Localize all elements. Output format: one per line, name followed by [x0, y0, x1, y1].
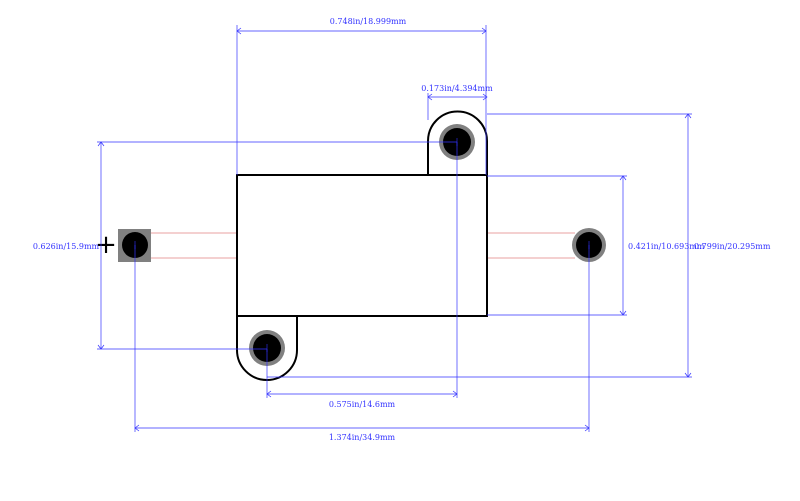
dim-pad-arrows: [266, 390, 458, 398]
dim-tab-arrows: [427, 93, 488, 101]
top-tab-outline: [427, 110, 488, 175]
pin1-marker: +: [95, 230, 117, 260]
dim-top-width-label: 0.748in/18.999mm: [330, 17, 407, 26]
lead-lines: [150, 232, 575, 259]
dim-left-arrows: [97, 141, 105, 350]
dim-body-arrows: [619, 175, 627, 316]
dimension-lines: [97, 25, 692, 432]
dim-pad-spacing-label: 0.575in/14.6mm: [329, 400, 396, 409]
body-rectangle: [236, 174, 488, 317]
dim-left-height-label: 0.626in/15.9mm: [33, 242, 100, 251]
dimension-labels: 0.748in/18.999mm 0.173in/4.394mm 0.626in…: [33, 17, 771, 442]
dim-total-height-label: 0.799in/20.295mm: [694, 242, 771, 251]
dim-tab-width-label: 0.173in/4.394mm: [421, 84, 493, 93]
dim-top-width-arrows: [236, 27, 487, 35]
dim-lead-spacing-label: 1.374in/34.9mm: [329, 433, 396, 442]
pads: [118, 124, 606, 366]
dim-total-arrows: [684, 113, 692, 378]
dim-body-height-label: 0.421in/10.693mm: [628, 242, 705, 251]
dim-lead-arrows: [134, 424, 590, 432]
pad-center-marks: [134, 138, 590, 352]
